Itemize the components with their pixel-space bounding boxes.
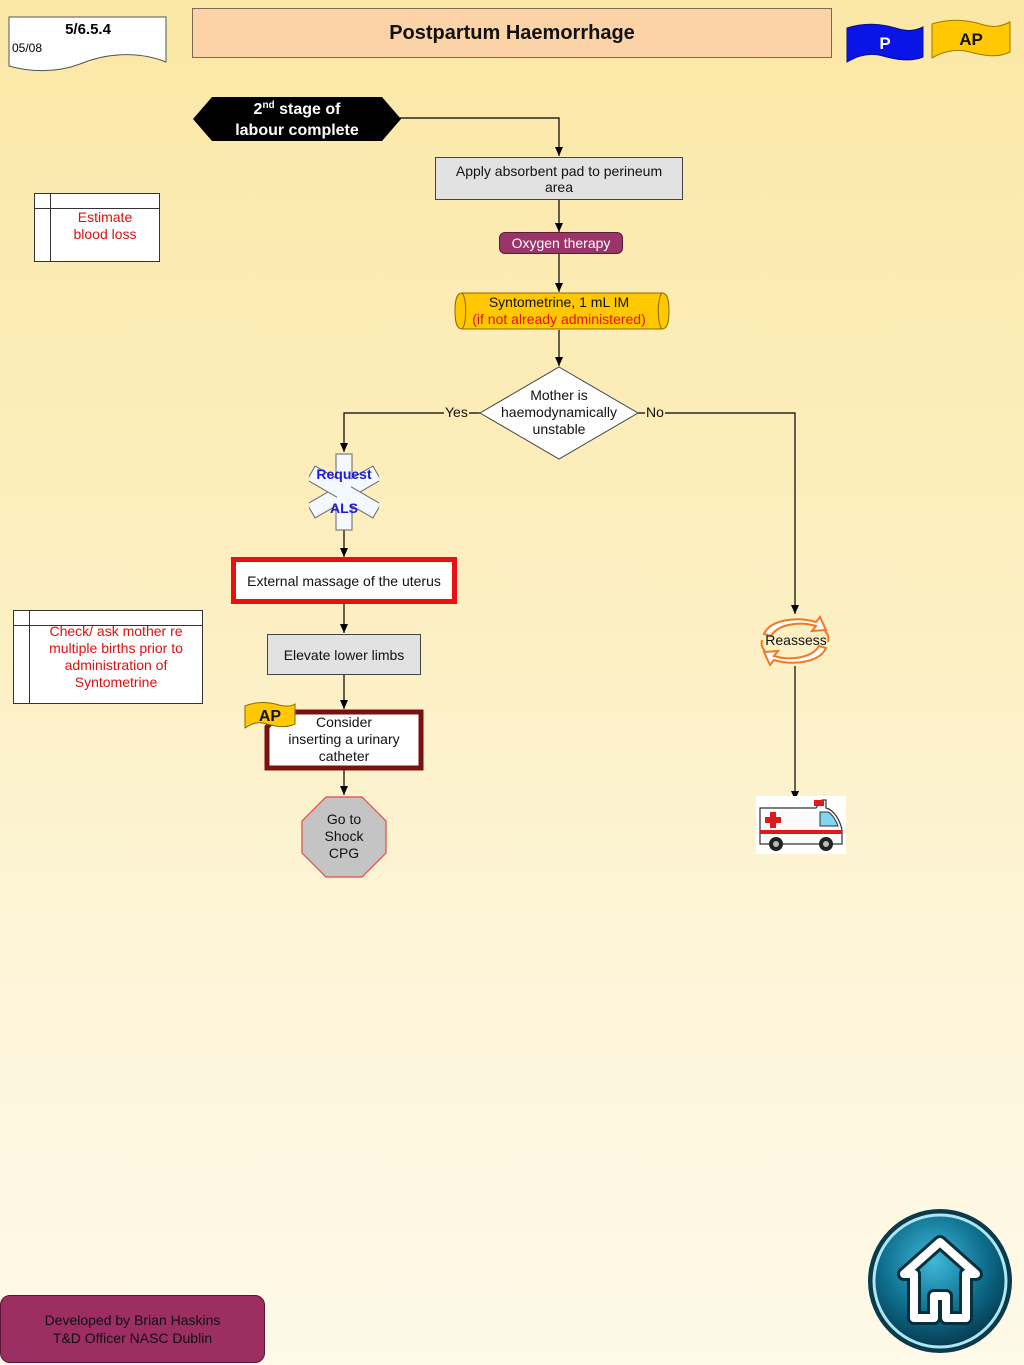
catheter-line2: inserting a urinary xyxy=(288,731,399,747)
note-estimate-blood-loss: Estimate blood loss xyxy=(34,193,160,262)
note-check-line2: multiple births prior to xyxy=(49,640,183,656)
shock-line1: Go to xyxy=(327,811,361,827)
shock-line3: CPG xyxy=(329,845,359,861)
decision-line1: Mother is xyxy=(530,387,588,403)
credit-box: Developed by Brian Haskins T&D Officer N… xyxy=(0,1295,265,1363)
start-terminator: 2nd stage of labour complete xyxy=(193,97,401,141)
note-check-line1: Check/ ask mother re xyxy=(49,623,183,639)
elevate-limbs-label: Elevate lower limbs xyxy=(283,646,405,663)
note-check-header-rule xyxy=(14,625,202,626)
syntometrine-line1: Syntometrine, 1 mL IM xyxy=(489,294,629,310)
document-code-box: 5/6.5.4 05/08 xyxy=(8,16,167,72)
credit-line2: T&D Officer NASC Dublin xyxy=(52,1330,213,1346)
paramedic-flag[interactable]: P xyxy=(845,22,925,67)
connector-start-to-pad xyxy=(400,117,563,156)
note-blood-text: Estimate blood loss xyxy=(51,209,159,243)
syntometrine-line2: (if not already administered) xyxy=(472,311,646,327)
decision-unstable: Mother is haemodynamically unstable xyxy=(479,366,639,460)
syntometrine-step: Syntometrine, 1 mL IM (if not already ad… xyxy=(454,292,670,330)
start-label-line1-rest: stage of xyxy=(275,101,341,118)
document-code: 5/6.5.4 xyxy=(65,21,112,38)
decision-no-label: No xyxy=(645,404,665,420)
catheter-line3: catheter xyxy=(319,748,370,764)
external-massage-label: External massage of the uterus xyxy=(247,572,441,589)
note-check-line4: Syntometrine xyxy=(74,674,158,690)
decision-line3: unstable xyxy=(533,421,586,437)
page-title: Postpartum Haemorrhage xyxy=(389,21,635,44)
start-label-line1: 2 xyxy=(254,101,263,118)
home-icon xyxy=(897,1235,983,1325)
external-massage-step: External massage of the uterus xyxy=(231,557,457,604)
note-check-line3: administration of xyxy=(64,657,168,673)
note-check-text: Check/ ask mother re multiple births pri… xyxy=(30,622,202,692)
apply-pad-line2: area xyxy=(544,178,574,195)
note-blood-line2: blood loss xyxy=(73,226,137,242)
svg-text:2nd stage of: 2nd stage of xyxy=(254,100,342,118)
catheter-ap-flag-label: AP xyxy=(259,708,282,725)
connector-decision-yes xyxy=(340,412,480,452)
note-blood-side-rule xyxy=(50,194,51,261)
request-als-star-of-life: Request ALS xyxy=(309,453,379,531)
paramedic-flag-label: P xyxy=(879,34,890,53)
oxygen-therapy-step: Oxygen therapy xyxy=(499,232,623,254)
start-label-line2: labour complete xyxy=(235,122,359,139)
request-als-line2: ALS xyxy=(330,500,358,516)
note-check-side-rule xyxy=(29,611,30,703)
catheter-ap-flag[interactable]: AP xyxy=(243,700,297,732)
oxygen-therapy-label: Oxygen therapy xyxy=(511,235,611,251)
ambulance-icon xyxy=(756,796,846,854)
note-blood-header-rule xyxy=(35,208,159,209)
urinary-catheter-step: Consider inserting a urinary catheter xyxy=(264,709,424,771)
start-label-sup: nd xyxy=(262,100,274,111)
decision-yes-label: Yes xyxy=(444,404,469,420)
request-als-line1: Request xyxy=(316,466,372,482)
note-check-multiple-births: Check/ ask mother re multiple births pri… xyxy=(13,610,203,704)
decision-line2: haemodynamically xyxy=(501,404,617,420)
connector-decision-no xyxy=(638,412,799,614)
advanced-paramedic-flag-label: AP xyxy=(959,30,983,49)
document-date: 05/08 xyxy=(12,41,42,55)
note-blood-line1: Estimate xyxy=(77,209,133,225)
shock-line2: Shock xyxy=(325,828,365,844)
advanced-paramedic-flag[interactable]: AP xyxy=(930,16,1012,62)
page-title-bar: Postpartum Haemorrhage xyxy=(192,8,832,58)
reassess-label: Reassess xyxy=(765,632,826,648)
reassess-cycle-icon: Reassess xyxy=(760,615,830,667)
credit-line1: Developed by Brian Haskins xyxy=(44,1312,221,1328)
catheter-line1: Consider xyxy=(316,714,372,730)
apply-pad-line1: Apply absorbent pad to perineum xyxy=(455,162,663,179)
apply-pad-step: Apply absorbent pad to perineum area xyxy=(435,157,683,200)
home-button[interactable] xyxy=(866,1206,1014,1356)
elevate-limbs-step: Elevate lower limbs xyxy=(267,634,421,675)
go-to-shock-cpg[interactable]: Go to Shock CPG xyxy=(301,796,387,878)
